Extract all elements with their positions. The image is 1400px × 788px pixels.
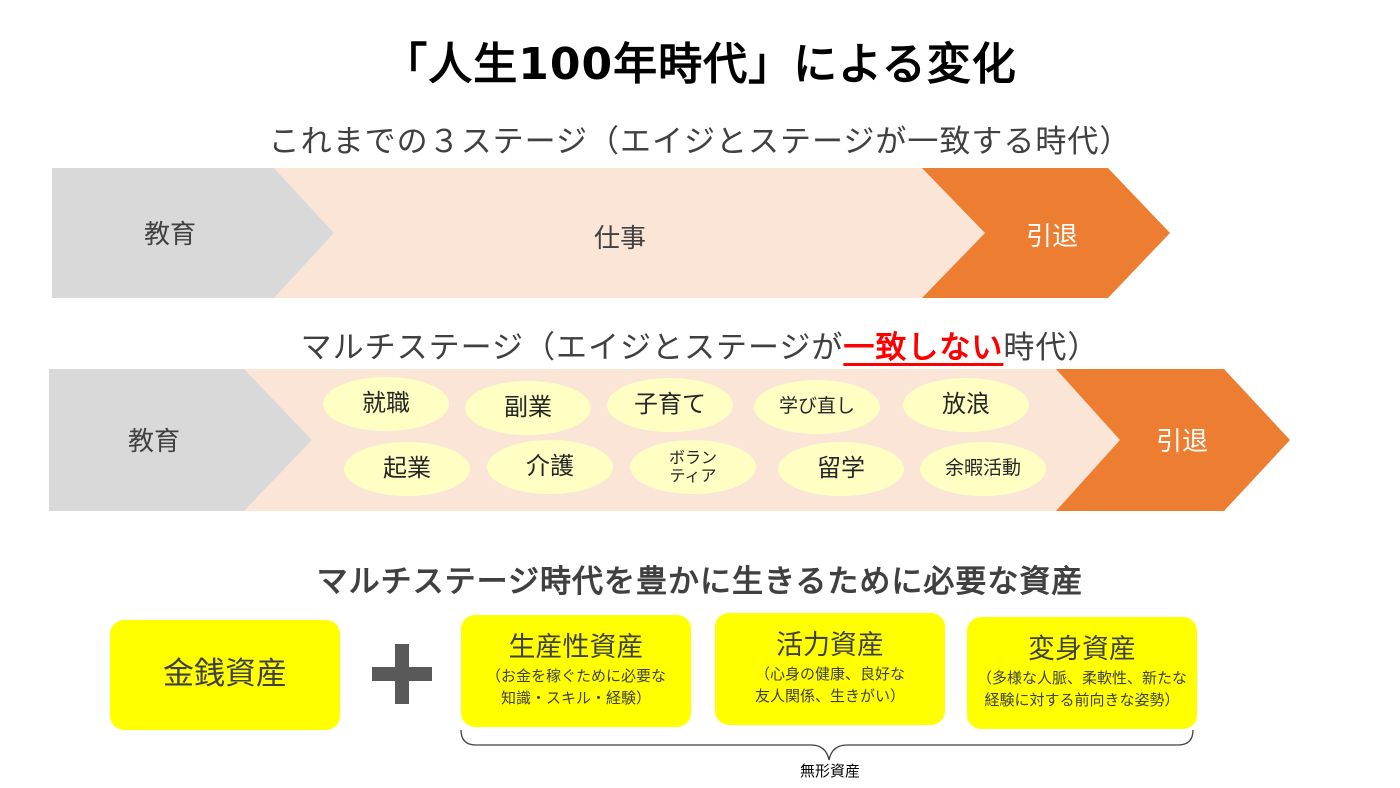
- vitality-asset-desc-2: 友人関係、生きがい）: [754, 687, 905, 706]
- vitality-asset-desc-1: （心身の健康、良好な: [754, 665, 905, 684]
- multi-stage-retirement-arrow: [1056, 369, 1290, 511]
- transformational-asset-desc-2: 経験に対する前向きな姿勢）: [984, 691, 1180, 710]
- three-stage-work-label: 仕事: [593, 224, 646, 254]
- three-stage-education-label: 教育: [143, 220, 196, 250]
- activity-oval: ボランティア: [630, 440, 756, 494]
- activity-oval: 子育て: [607, 378, 733, 432]
- intangible-assets-label: 無形資産: [799, 762, 860, 780]
- productive-asset-desc-2: 知識・スキル・経験）: [500, 689, 651, 708]
- productive-asset-box: 生産性資産 （お金を稼ぐために必要な 知識・スキル・経験）: [461, 615, 691, 727]
- activity-oval: 学び直し: [754, 380, 880, 434]
- activity-oval: 余暇活動: [920, 442, 1046, 496]
- activity-oval: 起業: [344, 442, 470, 496]
- transformational-asset-name: 変身資産: [1028, 634, 1136, 666]
- activity-oval: 放浪: [903, 378, 1029, 432]
- productive-asset-name: 生産性資産: [508, 632, 644, 664]
- multi-stage-heading-emphasis: 一致しない: [843, 330, 1004, 366]
- money-asset-box: 金銭資産: [110, 620, 340, 730]
- multi-stage-heading-before: マルチステージ（エイジとステージが: [300, 330, 844, 366]
- activity-oval: 副業: [465, 381, 591, 435]
- multi-stage-education-label: 教育: [127, 427, 180, 457]
- intangible-assets-brace: [460, 729, 1194, 761]
- vitality-asset-name: 活力資産: [776, 630, 884, 662]
- transformational-asset-desc-1: （多様な人脈、柔軟性、新たな: [976, 669, 1187, 688]
- activity-oval: 就職: [323, 377, 449, 431]
- activity-oval: 留学: [778, 442, 904, 496]
- multi-stage-heading: マルチステージ（エイジとステージが一致しない時代）: [0, 322, 1400, 367]
- transformational-asset-box: 変身資産 （多様な人脈、柔軟性、新たな 経験に対する前向きな姿勢）: [967, 617, 1197, 729]
- page-title: 「人生100年時代」による変化: [383, 39, 1017, 90]
- vitality-asset-box: 活力資産 （心身の健康、良好な 友人関係、生きがい）: [715, 613, 945, 725]
- assets-heading: マルチステージ時代を豊かに生きるために必要な資産: [316, 564, 1084, 600]
- multi-stage-retirement-label: 引退: [1155, 427, 1208, 457]
- three-stage-education-arrow: [52, 168, 334, 298]
- productive-asset-desc-1: （お金を稼ぐために必要な: [485, 667, 666, 686]
- three-stage-work-arrow: [274, 168, 1045, 298]
- multi-stage-education-arrow: [49, 369, 312, 511]
- three-stage-retirement-label: 引退: [1025, 222, 1078, 252]
- activity-oval: 介護: [487, 440, 613, 494]
- three-stage-retirement-arrow: [922, 168, 1170, 298]
- three-stage-heading: これまでの３ステージ（エイジとステージが一致する時代）: [268, 124, 1132, 160]
- multi-stage-heading-after: 時代）: [1003, 330, 1100, 366]
- plus-icon: [364, 636, 440, 712]
- money-asset-name: 金銭資産: [163, 656, 287, 693]
